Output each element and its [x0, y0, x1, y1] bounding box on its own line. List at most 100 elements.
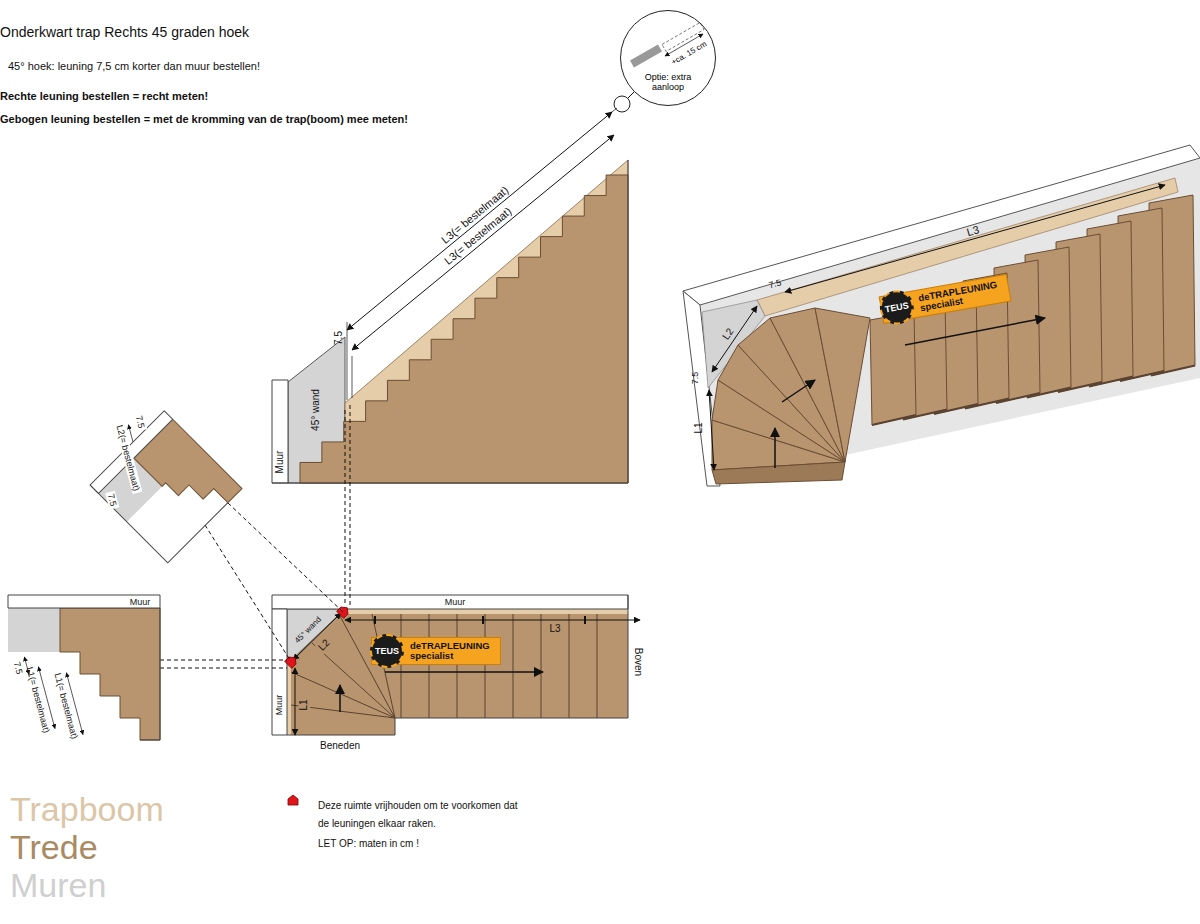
tread-nosing	[872, 415, 916, 425]
part-label: Muur	[445, 597, 466, 607]
legend-text: Deze ruimte vrijhouden om te voorkomen d…	[318, 800, 518, 829]
wall	[272, 609, 287, 735]
dimension-label: L1(= bestelmaat)	[24, 666, 52, 734]
note-text: 45° hoek: leuning 7,5 cm korter dan muur…	[8, 60, 260, 73]
outline	[90, 425, 228, 563]
tick	[374, 616, 376, 624]
wall	[700, 158, 1200, 482]
clearance-marker	[285, 654, 299, 668]
legend-entry: Trede	[10, 828, 98, 867]
dimension-line	[295, 668, 296, 735]
note-text: LET OP: maten in cm !	[318, 838, 419, 850]
tread-edge	[429, 614, 430, 718]
dimension-label: 7.5	[133, 413, 147, 432]
extension-line	[352, 356, 353, 398]
tread-edge	[541, 614, 542, 718]
dimension-line	[785, 185, 1165, 292]
part-label: Muur	[130, 597, 151, 607]
stringer	[287, 660, 291, 735]
detail-circle: +ca. 15 cm Optie: extra aanloop	[620, 10, 716, 106]
dimension-label: L2	[315, 636, 334, 655]
wall-45	[287, 609, 345, 664]
direction-label: Beneden	[320, 740, 360, 752]
title: Onderkwart trap Rechts 45 graden hoek	[0, 24, 249, 40]
tick	[584, 616, 586, 624]
outline	[272, 160, 628, 483]
brand-name: TEUS	[884, 300, 909, 314]
projection-line	[345, 410, 346, 605]
wall	[272, 380, 288, 483]
tread-edge	[513, 614, 514, 718]
treads	[300, 175, 628, 483]
dimension-label: L1	[693, 422, 705, 433]
dimension-label: 7.5	[105, 491, 119, 510]
direction-arrow	[339, 685, 341, 712]
wall	[90, 411, 173, 494]
clearance-marker	[337, 604, 351, 618]
tick	[482, 616, 484, 624]
dimension-label: L2	[720, 326, 736, 342]
brand-name: TEUS	[375, 646, 399, 656]
brand-band: deTRAPLEUNING specialist TEUS	[372, 638, 500, 664]
wall	[8, 595, 160, 608]
part-label: 45° wand	[310, 389, 322, 431]
direction-arrow	[782, 380, 815, 402]
clearance-marker	[337, 604, 351, 618]
clearance-marker	[288, 795, 298, 805]
direction-arrow	[385, 671, 543, 673]
direction-arrow	[774, 428, 776, 468]
dimension-label: L3	[547, 623, 562, 635]
tread-edge	[457, 614, 458, 718]
tread-edge	[485, 614, 486, 718]
projection-line	[160, 668, 287, 669]
tread-edge	[569, 614, 570, 718]
tread	[870, 312, 916, 425]
brand-text: deTRAPLEUNING specialist	[918, 279, 1006, 314]
dimension-line	[347, 112, 612, 330]
legend-text: Trapboom	[10, 790, 164, 828]
outline	[140, 608, 160, 740]
l2-detail	[90, 411, 242, 563]
brand-band: deTRAPLEUNING specialistTEUS	[880, 275, 1011, 323]
dimension-label: +ca. 15 cm	[670, 39, 709, 66]
wall-45	[8, 608, 60, 652]
detail-marker	[614, 96, 630, 112]
part-label: Muur	[274, 695, 284, 716]
dimension-label: L1	[298, 697, 310, 712]
winder-tread	[815, 308, 870, 462]
part-label: Muur	[274, 451, 286, 474]
dimension-label: 7.5	[11, 661, 24, 676]
extension-line	[347, 322, 348, 400]
dimension-line	[293, 613, 341, 660]
direction-label: Boven	[632, 648, 644, 676]
dimension-label: L2(= bestelmaat)	[114, 422, 143, 494]
projection-line	[350, 405, 351, 605]
detail-leader	[628, 92, 634, 98]
dimension-label: 7.5	[768, 277, 783, 290]
brand-seal: TEUS	[370, 634, 404, 668]
note-text: Rechte leuning bestellen = recht meten!	[0, 90, 208, 103]
tread-edge	[401, 614, 402, 718]
legend-text: Trede	[10, 828, 98, 866]
handrail	[632, 48, 660, 64]
brand-text: deTRAPLEUNING specialist	[410, 641, 496, 661]
dimension-label: 7.5	[333, 331, 345, 345]
legend-entry: Trapboom	[10, 790, 164, 829]
legend-text: Muren	[10, 866, 106, 904]
winder-riser	[712, 462, 845, 484]
option-label: Optie: extra aanloop	[635, 73, 701, 93]
winder-edge	[291, 672, 395, 718]
direction-arrow	[905, 318, 1045, 345]
dimension-line	[712, 306, 757, 372]
legend-entry: Muren	[10, 866, 106, 905]
clearance-marker	[285, 654, 299, 668]
dimension-line	[352, 135, 614, 350]
wall	[272, 595, 628, 609]
dimension-line	[345, 620, 640, 621]
treads	[287, 614, 628, 735]
projection-line	[205, 525, 290, 660]
clearance-marker	[288, 795, 298, 805]
note-text: Gebogen leuning bestellen = met de kromm…	[0, 113, 408, 126]
